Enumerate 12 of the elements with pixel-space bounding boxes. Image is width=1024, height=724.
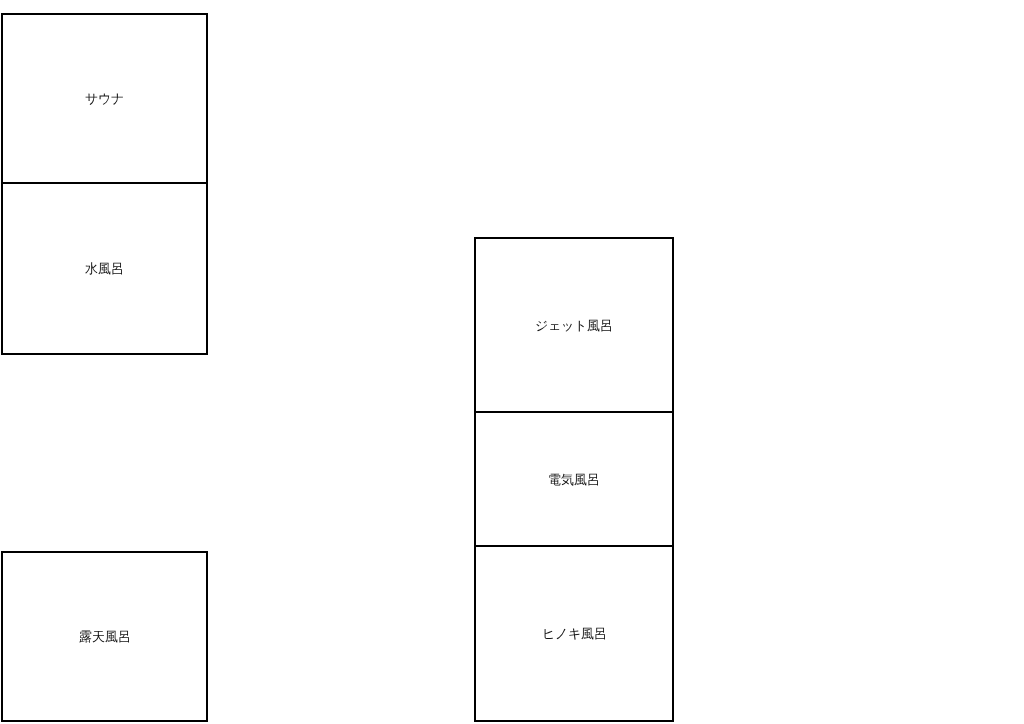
- room-box: [1, 13, 208, 185]
- room-label: サウナ: [85, 90, 124, 108]
- room-label: 露天風呂: [78, 627, 131, 646]
- room-box: [1, 182, 208, 355]
- room-label: 電気風呂: [548, 470, 600, 489]
- room-box: [474, 237, 674, 414]
- room-box: [474, 545, 674, 722]
- room-box: [1, 551, 208, 722]
- room-label: 水風呂: [85, 259, 124, 278]
- room-box: [474, 411, 674, 548]
- room-label: ヒノキ風呂: [541, 624, 607, 643]
- room-label: ジェット風呂: [535, 316, 613, 335]
